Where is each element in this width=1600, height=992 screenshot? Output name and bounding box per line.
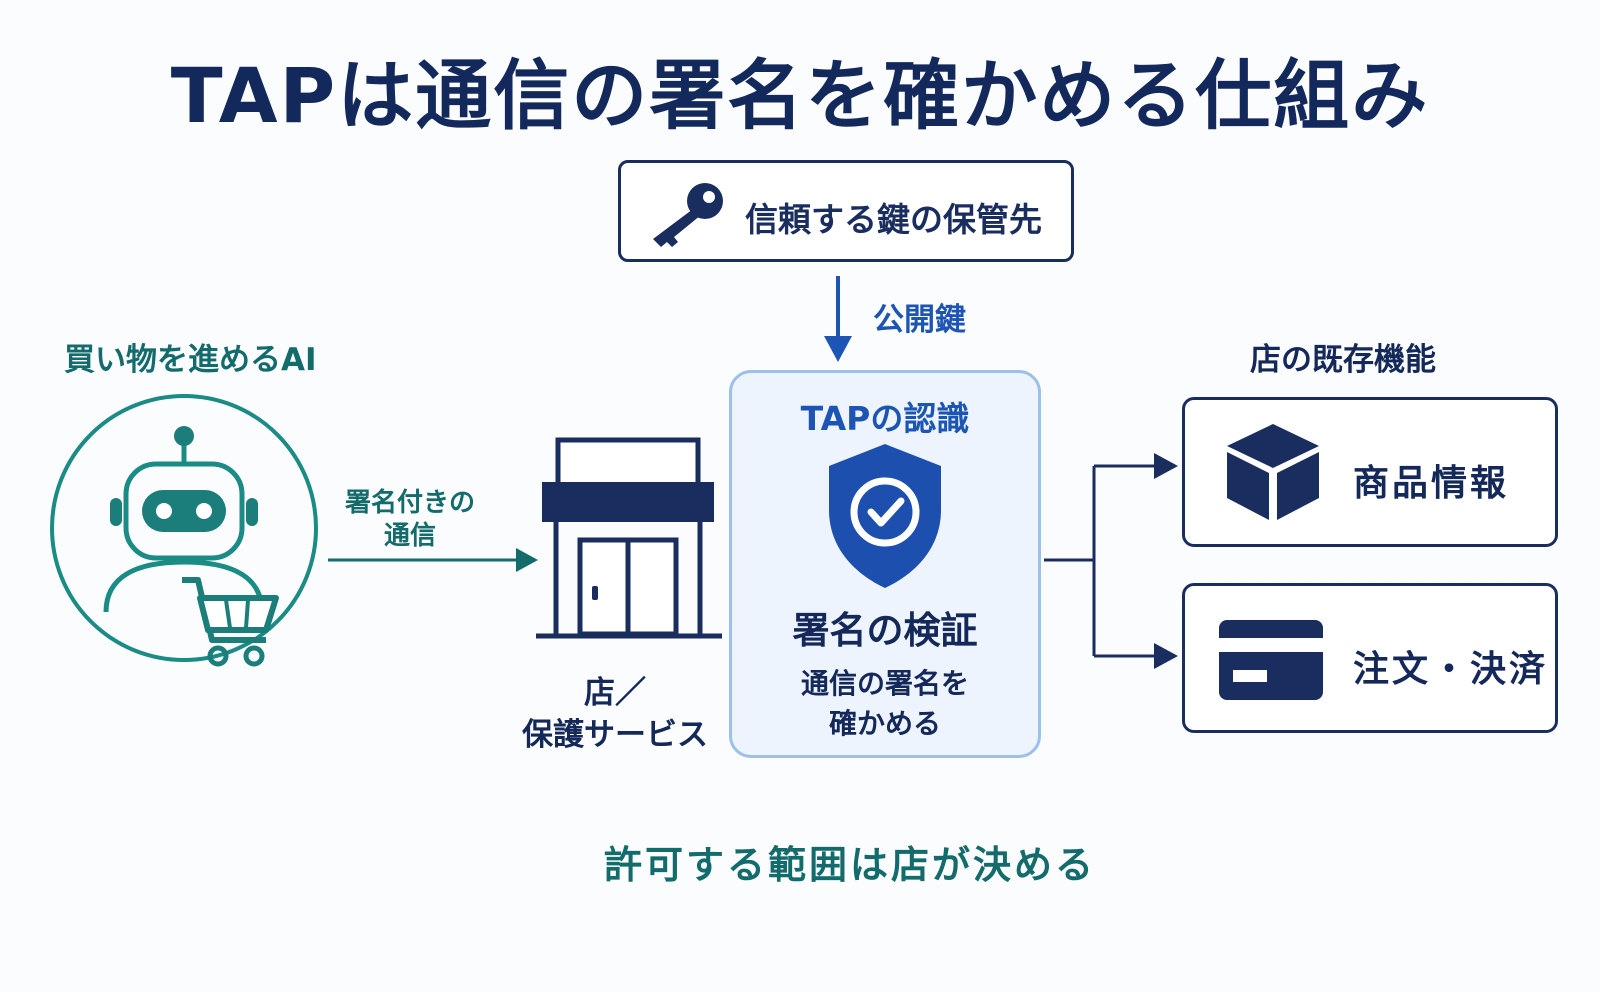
verify-description-line2: 確かめる <box>828 707 941 740</box>
branch-arrows <box>1044 453 1178 669</box>
robot-icon <box>103 426 265 613</box>
product-info-label: 商品情報 <box>1353 463 1510 504</box>
public-key-arrow <box>824 276 852 362</box>
ai-label: 買い物を進めるAI <box>64 342 317 378</box>
shop-label-line1: 店／ <box>584 675 646 711</box>
product-info-box: 商品情報 <box>1182 397 1558 547</box>
trust-store-label: 信頼する鍵の保管先 <box>745 200 1042 239</box>
verify-title: 署名の検証 <box>792 609 978 652</box>
shop-label-line2: 保護サービス <box>522 717 708 753</box>
page-title: TAPは通信の署名を確かめる仕組み <box>170 51 1430 140</box>
public-key-label: 公開鍵 <box>873 302 966 338</box>
shield-check-icon <box>829 444 941 588</box>
ai-illustration <box>50 394 318 667</box>
storefront-icon <box>536 437 722 639</box>
tap-title: TAPの認識 <box>800 399 970 438</box>
bottom-note: 許可する範囲は店が決める <box>603 843 1096 887</box>
trust-store-box: 信頼する鍵の保管先 <box>618 160 1074 262</box>
verify-description-line1: 通信の署名を <box>800 667 969 700</box>
signed-request-arrow <box>328 548 538 572</box>
signed-request-label: 署名付きの 通信 <box>330 487 490 553</box>
key-icon <box>653 183 723 247</box>
signed-request-line1: 署名付きの <box>344 488 475 518</box>
credit-card-icon <box>1219 620 1323 700</box>
signed-request-line2: 通信 <box>383 521 436 551</box>
shopping-cart-icon <box>182 577 279 667</box>
order-payment-label: 注文・決済 <box>1353 649 1549 690</box>
existing-functions-label: 店の既存機能 <box>1250 342 1436 378</box>
box-icon <box>1227 424 1319 520</box>
verify-description: 通信の署名を 確かめる <box>729 664 1041 744</box>
ai-circle <box>50 394 318 662</box>
order-payment-box: 注文・決済 <box>1182 583 1558 733</box>
shop-label: 店／ 保護サービス <box>515 672 715 756</box>
